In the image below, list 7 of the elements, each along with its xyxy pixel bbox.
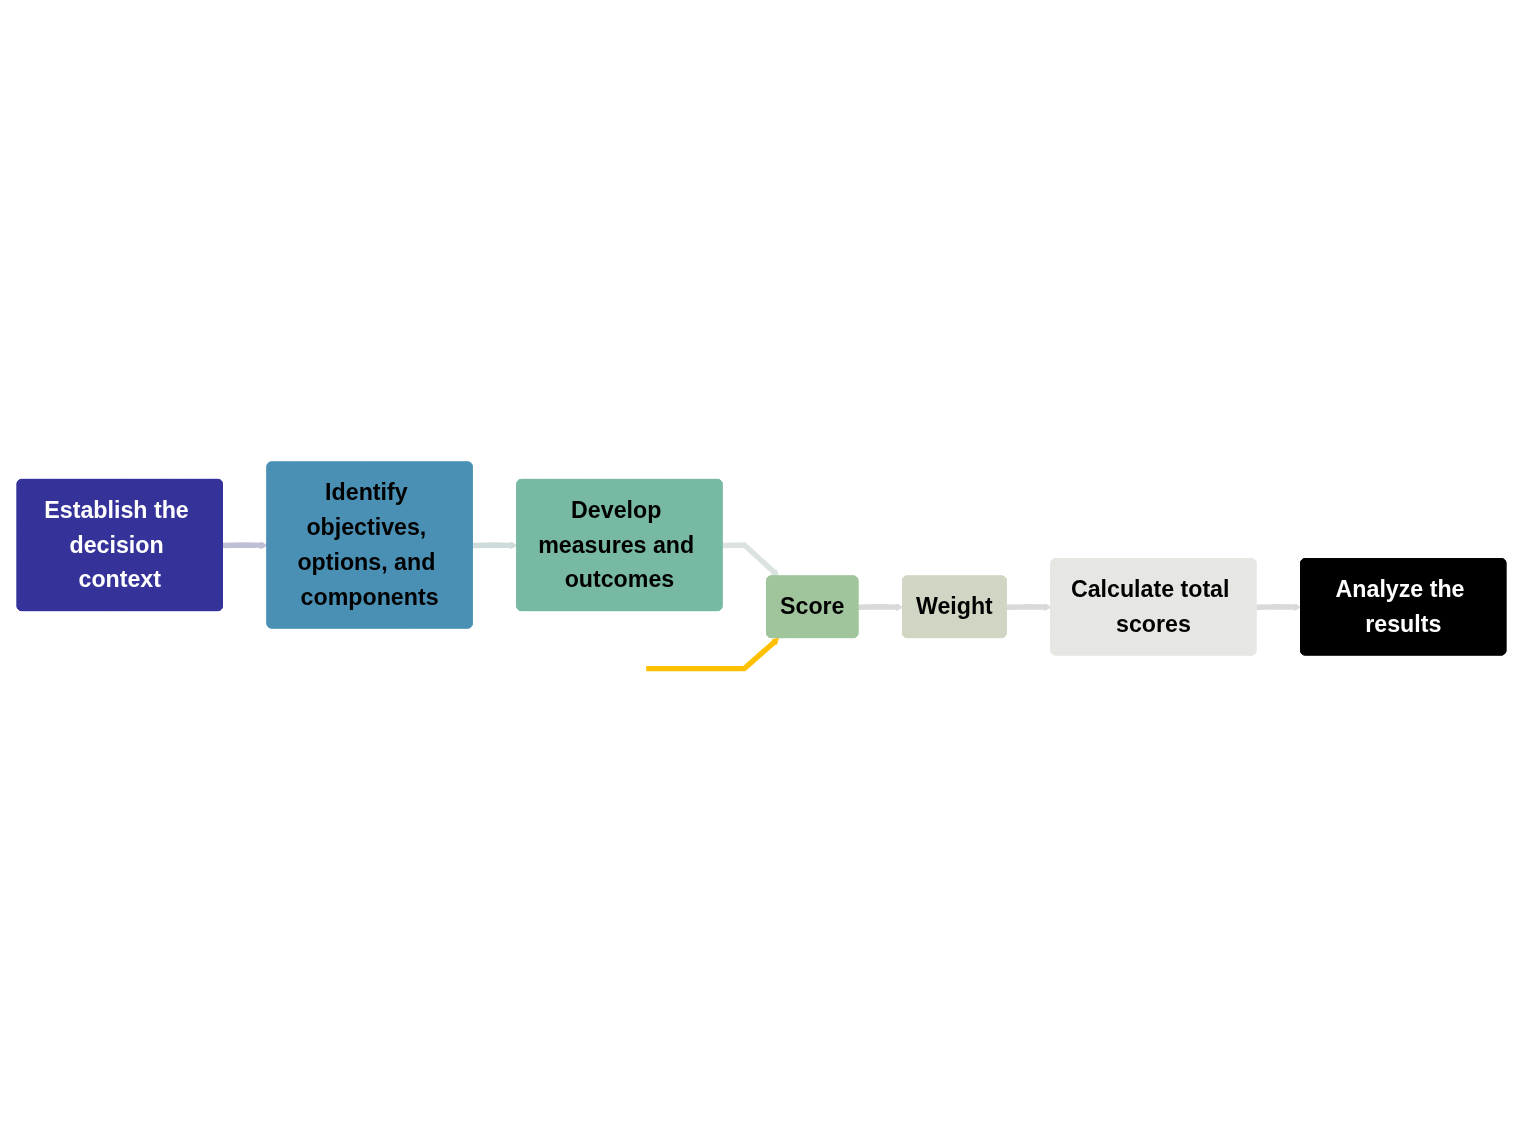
arrow [472,541,518,550]
arrow [1006,603,1052,612]
arrow [722,542,780,577]
arrow [1256,603,1302,612]
arrow [222,541,268,550]
arrow [858,603,904,612]
arrow [646,637,780,672]
